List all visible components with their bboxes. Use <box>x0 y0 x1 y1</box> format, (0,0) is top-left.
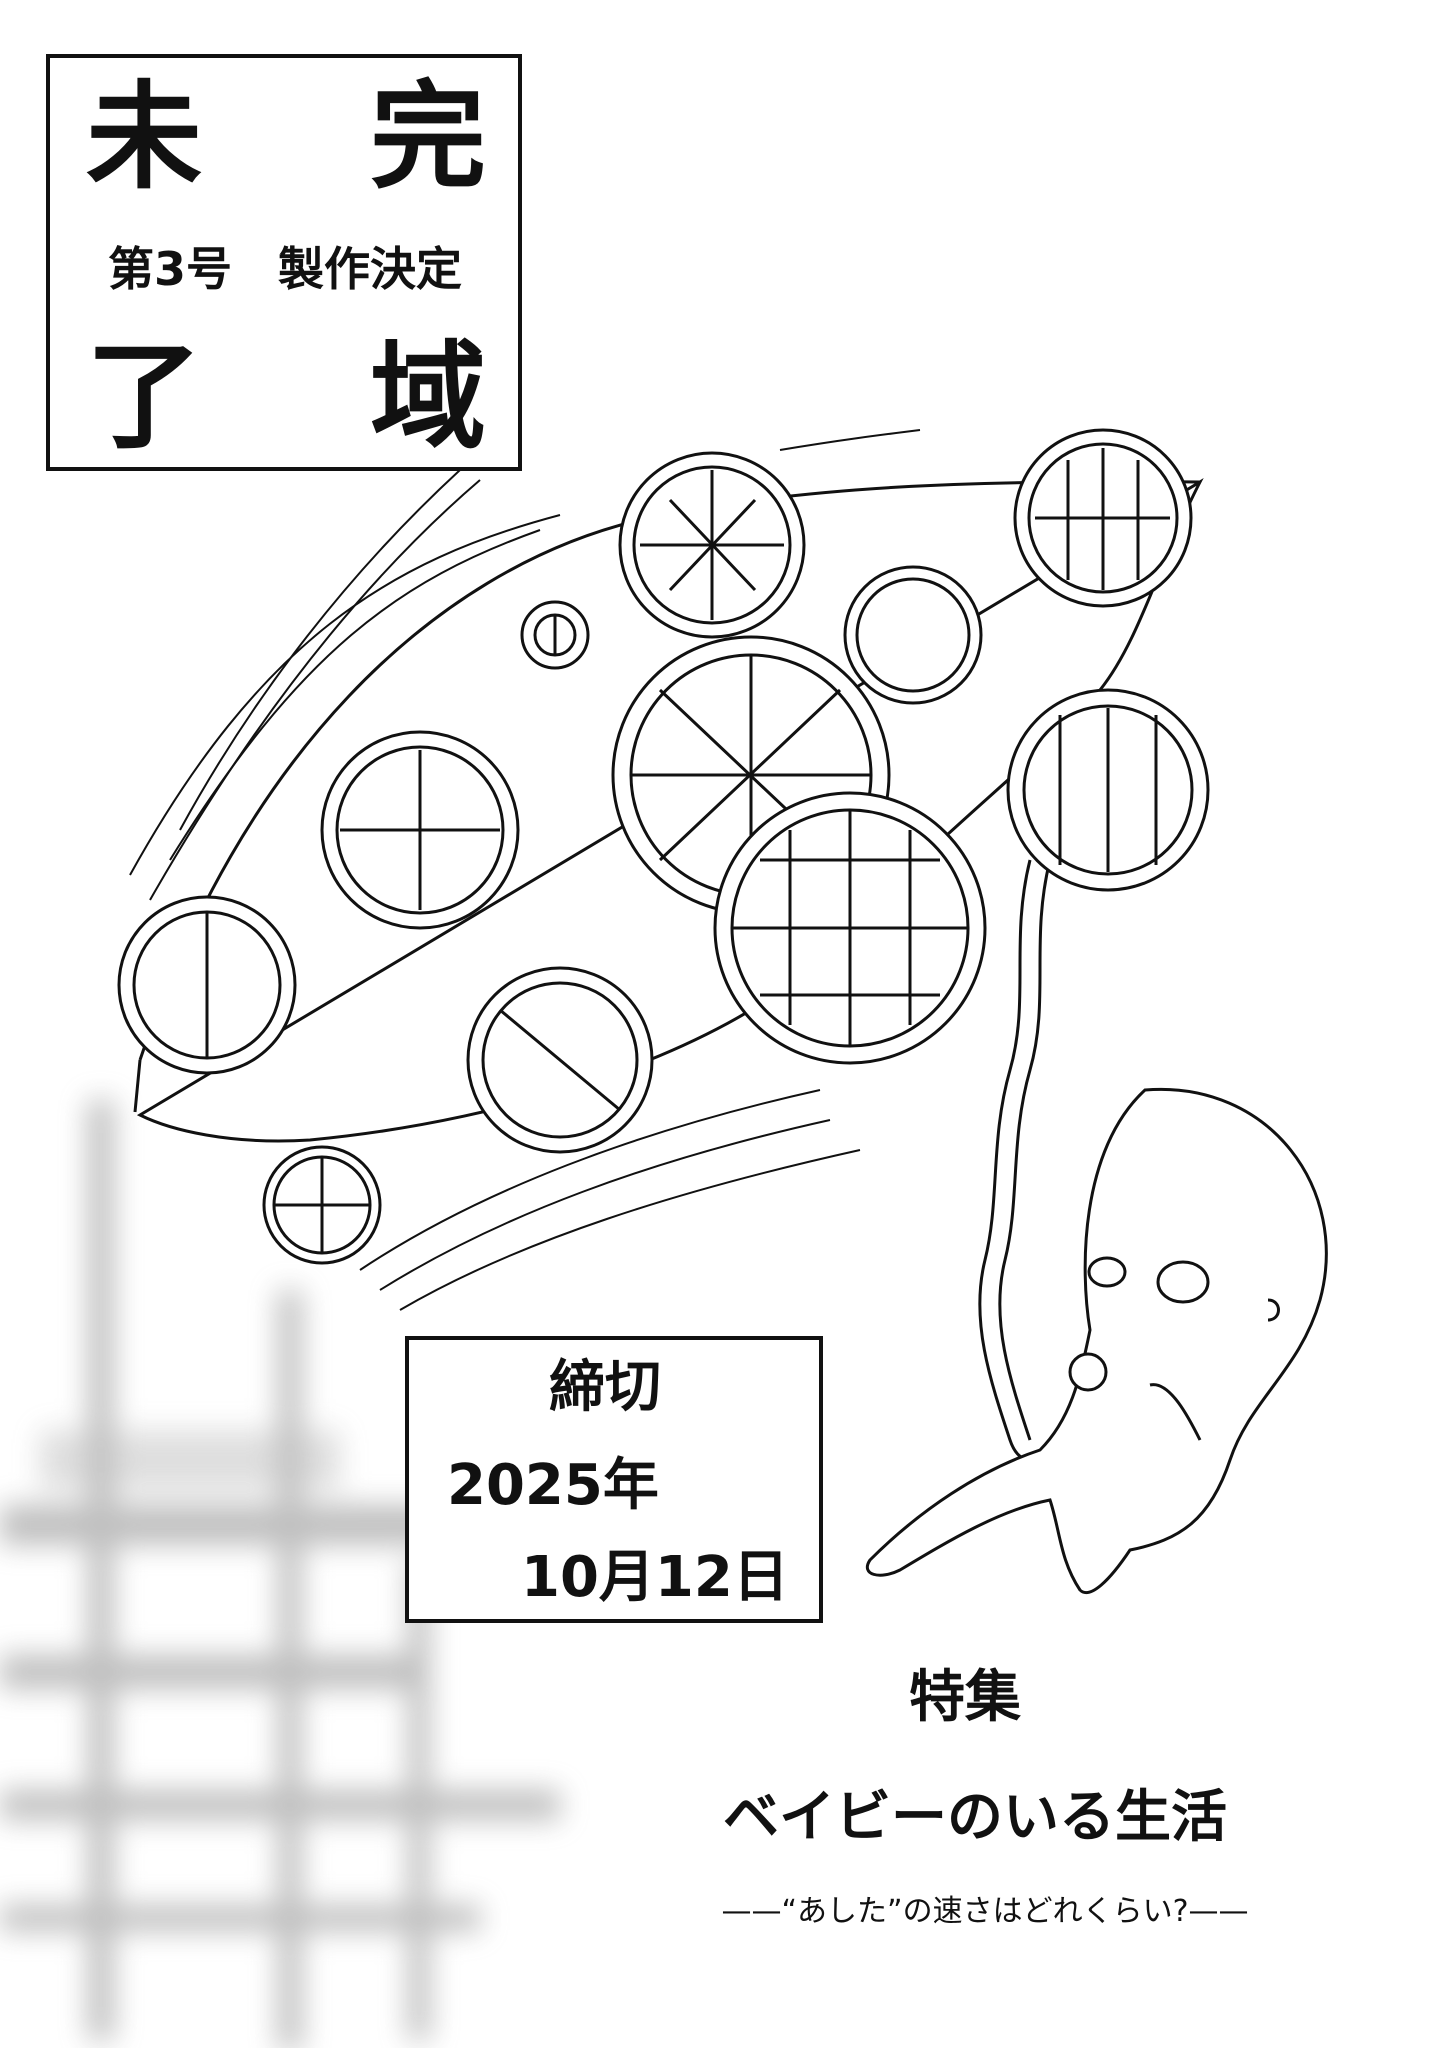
title-char-1: 未 <box>86 70 202 205</box>
deadline-year: 2025年 <box>447 1453 659 1518</box>
issue-subtitle: 第3号 製作決定 <box>108 242 463 296</box>
deadline-label: 締切 <box>549 1355 661 1420</box>
deadline-box: 締切 2025年 10月12日 <box>405 1336 823 1623</box>
title-char-4: 域 <box>370 330 486 465</box>
deadline-date: 10月12日 <box>521 1545 789 1610</box>
title-box: 未 完 第3号 製作決定 了 域 <box>46 54 522 471</box>
title-char-3: 了 <box>86 330 202 465</box>
sketch-lines <box>129 429 921 1311</box>
fetus-figure <box>866 1087 1328 1594</box>
feature-headline: ベイビーのいる生活 <box>723 1785 1227 1850</box>
feature-tagline: ——“あした”の速さはどれくらい?—— <box>721 1894 1249 1929</box>
umbilical-cord <box>978 859 1061 1463</box>
title-char-2: 完 <box>370 70 486 205</box>
feature-label: 特集 <box>909 1665 1021 1730</box>
embryo-cells <box>117 428 1210 1265</box>
